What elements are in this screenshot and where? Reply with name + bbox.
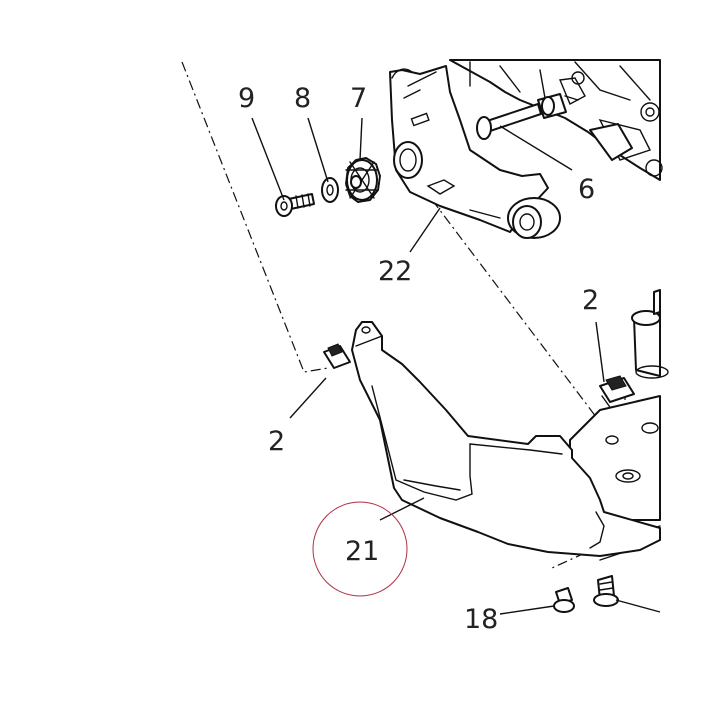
part-6-stud <box>476 93 579 140</box>
part-21-lower-cover <box>351 321 661 557</box>
highlight-circle <box>312 501 408 597</box>
part-7-gear <box>345 157 381 203</box>
part-18-screw-small <box>553 587 575 613</box>
rubber-mount <box>631 289 669 379</box>
part-2-clip-nut-left <box>323 343 351 369</box>
leader-lines <box>251 117 661 615</box>
callout-9: 9 <box>238 83 255 114</box>
engine-case <box>449 59 663 181</box>
callout-21: 21 <box>345 536 379 567</box>
part-9-bolt <box>275 193 315 217</box>
screw-large <box>593 575 619 607</box>
callout-2-right: 2 <box>582 285 599 316</box>
callout-18: 18 <box>464 604 498 635</box>
part-2-clip-nut-right <box>599 375 635 411</box>
callout-7: 7 <box>350 83 367 114</box>
callout-8: 8 <box>294 83 311 114</box>
callout-22: 22 <box>378 256 412 287</box>
callout-2-left: 2 <box>268 426 285 457</box>
callout-6: 6 <box>578 174 595 205</box>
part-22-bracket <box>389 65 561 239</box>
part-8-washer <box>321 177 339 203</box>
